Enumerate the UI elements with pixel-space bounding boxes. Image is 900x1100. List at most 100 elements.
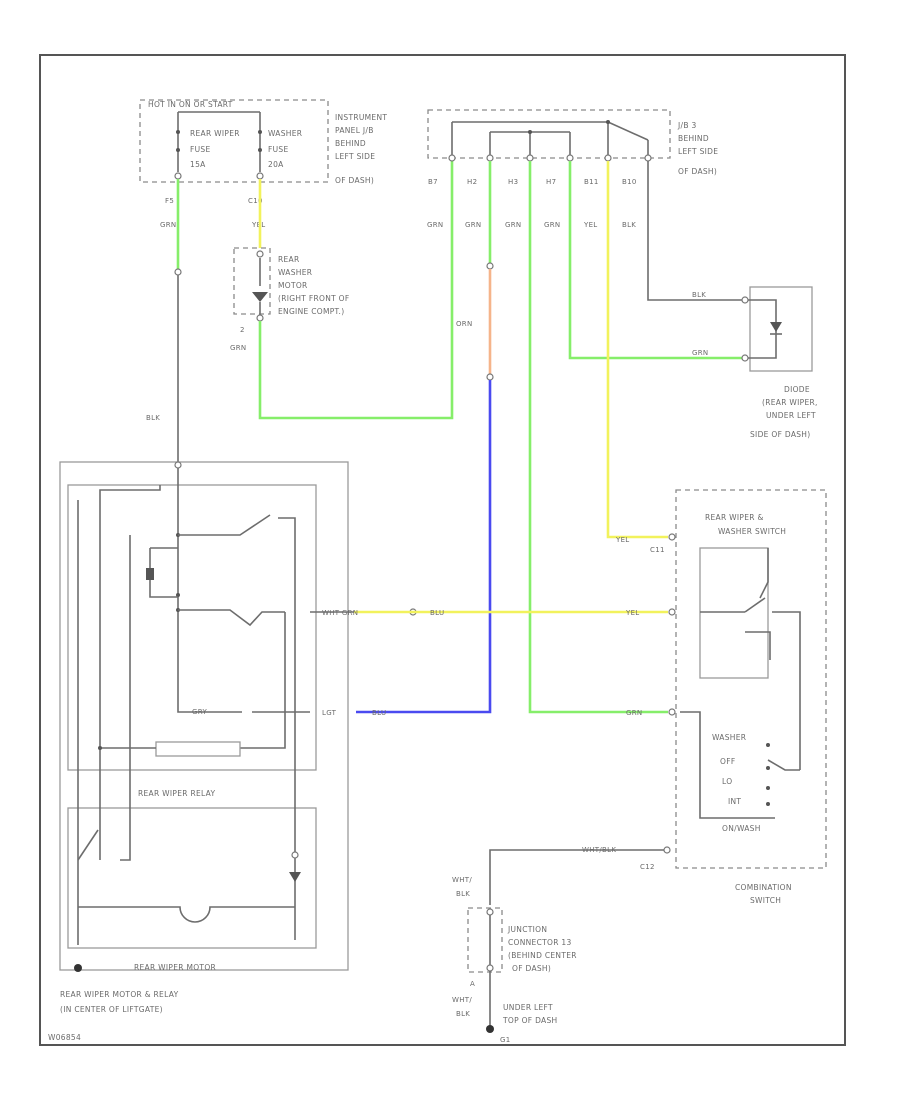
jb-wire-b7: GRN <box>427 221 443 229</box>
washer-motor-label-3: MOTOR <box>278 281 308 290</box>
rear-washer-motor: REAR WASHER MOTOR (RIGHT FRONT OF ENGINE… <box>230 247 350 352</box>
relay-wire-blu: BLU <box>430 609 444 617</box>
jb-pin-h2: H2 <box>467 178 477 186</box>
ground-id: G1 <box>500 1036 510 1044</box>
fuse-box-location-5: OF DASH) <box>335 176 374 185</box>
junction-connector: WHT/ BLK JUNCTION CONNECTOR 13 (BEHIND C… <box>452 876 577 1044</box>
fuse2-type: FUSE <box>268 145 289 154</box>
junction-wire-bot-1: WHT/ <box>452 996 472 1004</box>
switch-off: OFF <box>720 757 735 766</box>
jb-pin-b11: B11 <box>584 178 599 186</box>
jb-wire-h3: GRN <box>505 221 521 229</box>
wire-yel-b11-to-switch <box>606 161 668 539</box>
switch-lo: LO <box>722 777 732 786</box>
ground-symbol <box>486 1025 494 1033</box>
diode-label-4: SIDE OF DASH) <box>750 430 810 439</box>
jb-wire-h2: GRN <box>465 221 481 229</box>
diode-label-3: UNDER LEFT <box>766 411 816 420</box>
wire-label-orn: ORN <box>456 320 473 328</box>
switch-int: INT <box>728 797 741 806</box>
jb-pin-b7: B7 <box>428 178 438 186</box>
assembly-label-2: (IN CENTER OF LIFTGATE) <box>60 1005 163 1014</box>
relay-wire-lgt: LGT <box>322 709 337 717</box>
switch-pin-c11: C11 <box>650 546 665 554</box>
combo-switch-label-1: COMBINATION <box>735 883 792 892</box>
junction-pin-a: A <box>470 980 475 988</box>
diode-label-2: (REAR WIPER, <box>762 398 818 407</box>
jb-label-4: OF DASH) <box>678 167 717 176</box>
washer-motor-label-5: ENGINE COMPT.) <box>278 307 344 316</box>
jb-pin-b10: B10 <box>622 178 637 186</box>
relay-label: REAR WIPER RELAY <box>138 789 216 798</box>
switch-title-2: WASHER SWITCH <box>718 527 786 536</box>
wire-blk-b10-to-diode <box>647 161 742 301</box>
junction-label-1: JUNCTION <box>507 925 547 934</box>
diode: BLK GRN DIODE (REAR WIPER, UNDER LEFT SI… <box>692 286 818 439</box>
fuse2-rating: 20A <box>268 160 284 169</box>
washer-motor-pin-2: 2 <box>240 326 245 334</box>
wire-grn-h3-to-switch <box>528 161 668 714</box>
relay-wire-wht-grn: WHT GRN <box>322 609 358 617</box>
jb-pin-h3: H3 <box>508 178 518 186</box>
junction-label-4: OF DASH) <box>512 964 551 973</box>
jb-wire-h7: GRN <box>544 221 560 229</box>
combination-switch: REAR WIPER & WASHER SWITCH YEL C11 YEL G… <box>582 489 827 905</box>
fuse-box-location-3: BEHIND <box>335 139 366 148</box>
relay-wire-gry: GRY <box>192 708 207 716</box>
fuse-box: HOT IN ON OR START REAR WIPER FUSE 15A W… <box>139 99 387 229</box>
jb-label-2: BEHIND <box>678 134 709 143</box>
wire-label-yel-fuse: YEL <box>251 221 266 229</box>
wire-wht-blk-to-junction <box>489 849 664 905</box>
pin-f5: F5 <box>165 197 174 205</box>
fuse-box-location-2: PANEL J/B <box>335 126 374 135</box>
fuse2-name: WASHER <box>268 129 302 138</box>
switch-wire-grn: GRN <box>626 709 642 717</box>
junction-wire-top-2: BLK <box>456 890 470 898</box>
switch-pin-c12: C12 <box>640 863 655 871</box>
ground-label-1: UNDER LEFT <box>503 1003 553 1012</box>
wire-grn-washer-to-jb <box>258 160 454 420</box>
assembly-label-1: REAR WIPER MOTOR & RELAY <box>60 990 179 999</box>
diode-wire-blk: BLK <box>692 291 706 299</box>
junction-label-3: (BEHIND CENTER <box>508 951 577 960</box>
fuse1-type: FUSE <box>190 145 211 154</box>
wire-label-grn-fuse: GRN <box>160 221 176 229</box>
fuse-box-location-4: LEFT SIDE <box>335 152 375 161</box>
jb-wire-b10: BLK <box>622 221 636 229</box>
switch-washer: WASHER <box>712 733 746 742</box>
switch-wire-yel-top: YEL <box>615 536 630 544</box>
wire-label-blk-relay: BLK <box>146 414 160 422</box>
motor-label: REAR WIPER MOTOR <box>134 963 216 972</box>
wire-blu-to-relay <box>356 380 492 714</box>
ground-label-2: TOP OF DASH <box>502 1016 557 1025</box>
switch-title-1: REAR WIPER & <box>705 513 764 522</box>
fuse-box-location-1: INSTRUMENT <box>335 113 387 122</box>
rear-wiper-motor-relay: GRY REAR WIPER RELAY REAR WIPER MOTOR RE… <box>59 461 349 1014</box>
fuse1-name: REAR WIPER <box>190 129 240 138</box>
washer-motor-label-1: REAR <box>278 255 300 264</box>
junction-label-2: CONNECTOR 13 <box>508 938 572 947</box>
jb-label-1: J/B 3 <box>677 121 697 130</box>
junction-wire-bot-2: BLK <box>456 1010 470 1018</box>
washer-motor-wire-label: GRN <box>230 344 246 352</box>
washer-motor-label-2: WASHER <box>278 268 312 277</box>
washer-motor-label-4: (RIGHT FRONT OF <box>278 294 350 303</box>
junction-wire-top-1: WHT/ <box>452 876 472 884</box>
junction-block-3: J/B 3 BEHIND LEFT SIDE OF DASH) B7 H2 H3… <box>427 109 718 229</box>
relay-wire-blu-2: BLU <box>372 709 386 717</box>
jb-pin-h7: H7 <box>546 178 556 186</box>
pin-c10: C10 <box>248 197 263 205</box>
combo-switch-label-2: SWITCH <box>750 896 781 905</box>
switch-wire-yel: YEL <box>625 609 640 617</box>
switch-on-wash: ON/WASH <box>722 824 761 833</box>
footer-code: W06854 <box>48 1033 81 1042</box>
diode-wire-grn: GRN <box>692 349 708 357</box>
diode-label-1: DIODE <box>784 385 810 394</box>
diagram-frame <box>39 54 846 1046</box>
fuse1-rating: 15A <box>190 160 206 169</box>
fuse-box-header: HOT IN ON OR START <box>148 100 233 109</box>
jb-label-3: LEFT SIDE <box>678 147 718 156</box>
wire-grn-h7-to-diode <box>568 161 742 360</box>
jb-wire-b11: YEL <box>583 221 598 229</box>
